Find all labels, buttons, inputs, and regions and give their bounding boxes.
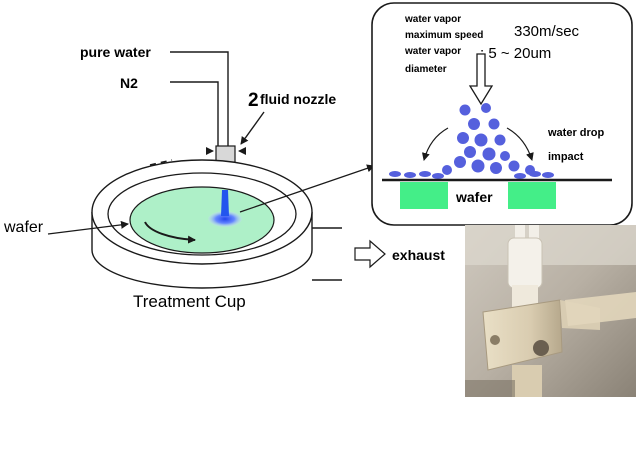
vapor-diam-line2: diameter — [405, 64, 447, 75]
droplet — [468, 118, 480, 130]
n2-line — [170, 81, 219, 146]
exhaust-label: exhaust — [392, 247, 445, 263]
pure-water-line — [170, 51, 229, 146]
droplet — [508, 160, 520, 172]
flattened-droplet — [404, 172, 416, 178]
vapor-diam-line1: water vapor — [404, 46, 461, 57]
flattened-droplet — [389, 171, 401, 177]
inset-leader — [239, 164, 375, 213]
droplet — [459, 104, 471, 116]
inset-wafer-left-block — [400, 182, 448, 209]
n2-label: N2 — [120, 75, 138, 91]
wafer-left-pointer — [47, 220, 129, 235]
wafer-left-label: wafer — [3, 219, 44, 236]
inset-wafer-label: wafer — [455, 189, 493, 205]
droplet — [494, 134, 506, 146]
water-jet — [221, 190, 229, 216]
droplet — [481, 103, 491, 113]
droplet-cluster — [389, 103, 554, 179]
inset-wafer-right-block — [508, 182, 556, 209]
droplet — [464, 146, 476, 158]
flattened-droplet — [432, 173, 444, 179]
droplet — [474, 133, 488, 147]
vapor-flow-arrow-icon — [468, 53, 494, 106]
nozzle-photo-icon — [465, 225, 636, 397]
nozzle-pointer — [240, 111, 265, 145]
vapor-speed-line2: maximum speed — [405, 30, 483, 41]
droplet — [490, 162, 502, 174]
drop-line2: impact — [548, 151, 584, 163]
droplet — [454, 156, 466, 168]
nozzle-number: 2 — [248, 90, 259, 111]
flattened-droplet — [419, 171, 431, 177]
droplet — [471, 159, 485, 173]
wafer-disk — [129, 186, 275, 254]
droplet — [488, 118, 500, 130]
flattened-droplet — [542, 172, 554, 178]
speed-value: 330m/sec — [514, 23, 580, 40]
droplet — [500, 151, 510, 161]
exhaust-arrow-icon — [354, 239, 386, 269]
splash-right-arrow — [506, 127, 534, 161]
treatment-cup — [91, 159, 342, 289]
splash-left-arrow — [421, 127, 449, 161]
diameter-value: : 5 ~ 20um — [480, 45, 551, 62]
rotation-arrow — [144, 221, 196, 244]
flattened-droplet — [529, 171, 541, 177]
impact-inset: water vapor maximum speed water vapor di… — [371, 2, 633, 226]
drop-line1: water drop — [547, 127, 605, 139]
cup-label: Treatment Cup — [133, 292, 246, 311]
pure-water-label: pure water — [80, 44, 151, 60]
spray-spot — [208, 211, 242, 227]
vapor-speed-line1: water vapor — [404, 14, 461, 25]
droplet — [482, 147, 496, 161]
flattened-droplet — [514, 173, 526, 179]
nozzle-label: fluid nozzle — [260, 91, 336, 107]
feed-lines — [170, 51, 229, 146]
droplet — [457, 132, 469, 144]
droplet — [442, 165, 452, 175]
